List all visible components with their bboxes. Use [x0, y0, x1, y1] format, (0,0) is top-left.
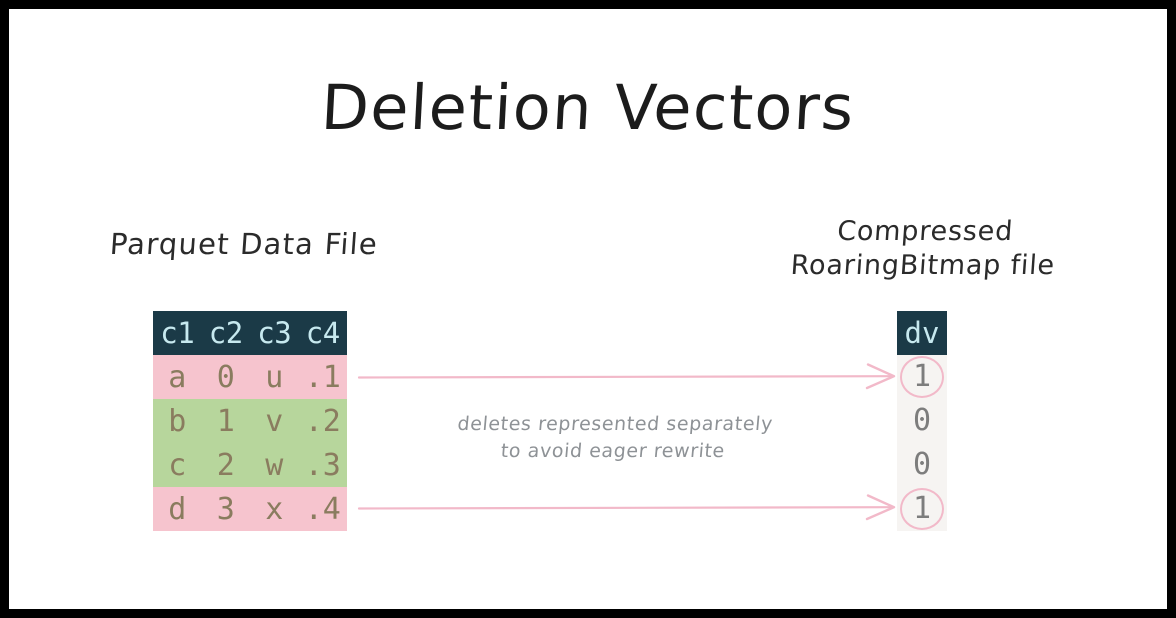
- cell-r1-c4: .2: [304, 403, 341, 439]
- annotation-line-2: to avoid eager rewrite: [499, 440, 726, 462]
- deletion-vector-column: dv 1 0 0 1: [897, 311, 947, 531]
- table-row: b 1 v .2: [153, 399, 347, 443]
- annotation-line-1: deletes represented separately: [456, 413, 774, 435]
- dv-value-row-3: 1: [897, 487, 947, 531]
- column-header-c1: c1: [160, 316, 195, 350]
- column-header-c2: c2: [208, 316, 243, 350]
- arrow-row-0-to-dv-icon: [357, 363, 896, 390]
- roaring-bitmap-file-label: Compressed RoaringBitmap file: [767, 215, 1082, 283]
- table-row: d 3 x .4: [153, 487, 347, 531]
- roaring-label-line-2: RoaringBitmap file: [789, 250, 1057, 281]
- cell-r2-c2: 2: [216, 447, 235, 483]
- dv-value-row-2: 0: [897, 443, 947, 487]
- cell-r0-c1: a: [168, 359, 187, 395]
- cell-r2-c1: c: [168, 447, 187, 483]
- cell-r1-c1: b: [168, 403, 187, 439]
- cell-r0-c2: 0: [216, 359, 235, 395]
- cell-r1-c3: v: [265, 403, 284, 439]
- parquet-table-header-row: c1 c2 c3 c4: [153, 311, 347, 355]
- dv-value-row-0: 1: [897, 355, 947, 399]
- column-header-c4: c4: [305, 316, 340, 350]
- table-row: c 2 w .3: [153, 443, 347, 487]
- dv-column-header: dv: [897, 311, 947, 355]
- page-title: Deletion Vectors: [319, 71, 857, 144]
- highlight-circle-icon: [900, 488, 944, 530]
- column-header-c3: c3: [257, 316, 292, 350]
- dv-value-2: 0: [912, 447, 932, 482]
- annotation-note: deletes represented separately to avoid …: [402, 411, 827, 465]
- cell-r0-c4: .1: [304, 359, 341, 395]
- cell-r1-c2: 1: [216, 403, 235, 439]
- table-row: a 0 u .1: [153, 355, 347, 399]
- cell-r3-c3: x: [265, 491, 284, 527]
- cell-r3-c4: .4: [304, 491, 341, 527]
- cell-r3-c1: d: [168, 491, 187, 527]
- arrow-row-3-to-dv-icon: [357, 494, 896, 521]
- cell-r2-c4: .3: [304, 447, 341, 483]
- roaring-label-line-1: Compressed: [836, 216, 1015, 247]
- cell-r2-c3: w: [265, 447, 284, 483]
- parquet-file-label: Parquet Data File: [108, 227, 380, 261]
- dv-value-3: 1: [912, 491, 932, 526]
- dv-value-row-1: 0: [897, 399, 947, 443]
- cell-r0-c3: u: [265, 359, 284, 395]
- parquet-data-table: c1 c2 c3 c4 a 0 u .1 b 1 v .2 c 2 w .3: [153, 311, 347, 531]
- cell-r3-c2: 3: [216, 491, 235, 527]
- slide-canvas: Deletion Vectors Parquet Data File Compr…: [9, 9, 1167, 609]
- dv-value-1: 0: [912, 403, 932, 438]
- highlight-circle-icon: [900, 356, 944, 398]
- dv-value-0: 1: [912, 359, 932, 394]
